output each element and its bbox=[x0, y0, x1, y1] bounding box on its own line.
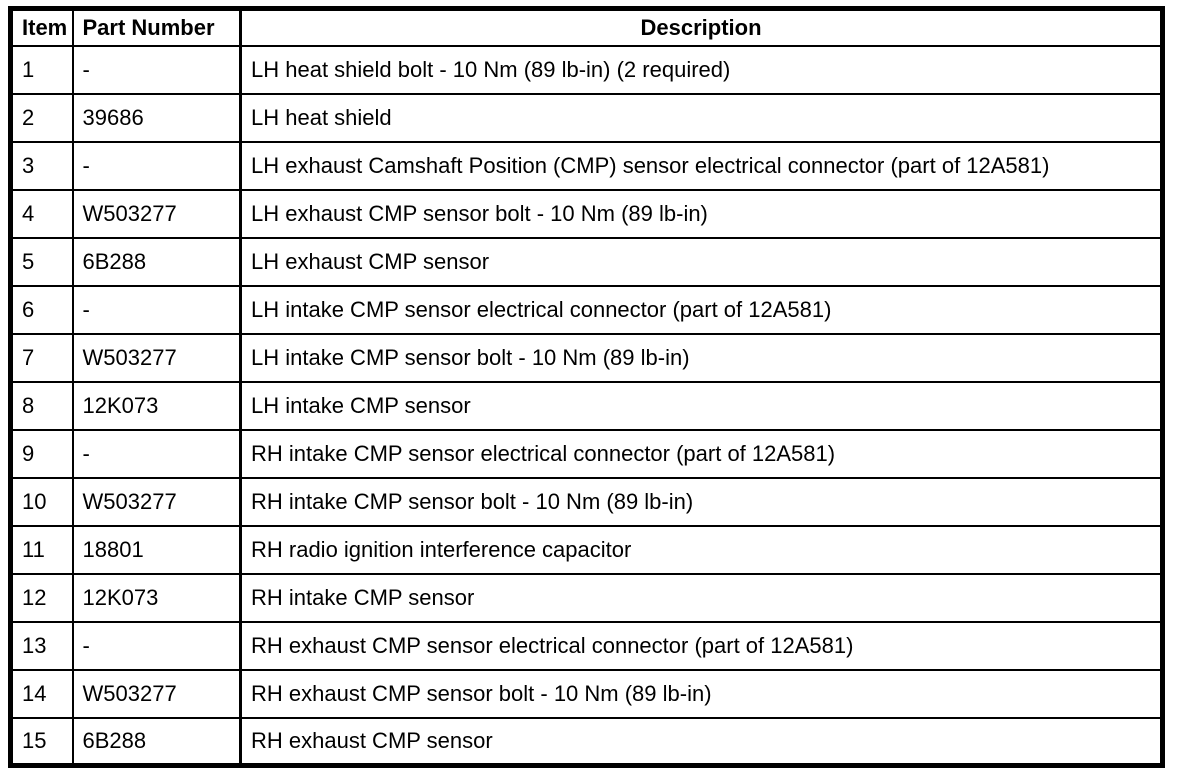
cell-part-number: 18801 bbox=[71, 524, 242, 575]
cell-part-number: - bbox=[71, 284, 242, 335]
cell-part-number: 6B288 bbox=[71, 236, 242, 287]
cell-part-number: 39686 bbox=[71, 92, 242, 143]
cell-item: 10 bbox=[9, 476, 74, 527]
cell-part-number: W503277 bbox=[71, 332, 242, 383]
cell-item: 6 bbox=[9, 284, 74, 335]
cell-part-number: - bbox=[71, 428, 242, 479]
column-header-part-number: Part Number bbox=[71, 7, 242, 47]
parts-table: Item Part Number Description 1-LH heat s… bbox=[8, 6, 1165, 768]
cell-description: RH intake CMP sensor bbox=[239, 572, 1164, 623]
cell-description: RH intake CMP sensor bolt - 10 Nm (89 lb… bbox=[239, 476, 1164, 527]
cell-item: 2 bbox=[9, 92, 74, 143]
cell-item: 11 bbox=[9, 524, 74, 575]
cell-part-number: - bbox=[71, 140, 242, 191]
cell-part-number: W503277 bbox=[71, 476, 242, 527]
table-row: 6-LH intake CMP sensor electrical connec… bbox=[9, 284, 1164, 335]
cell-description: LH heat shield bbox=[239, 92, 1164, 143]
cell-description: LH exhaust Camshaft Position (CMP) senso… bbox=[239, 140, 1164, 191]
table-header: Item Part Number Description bbox=[9, 7, 1164, 47]
cell-part-number: - bbox=[71, 44, 242, 95]
table-row: 9-RH intake CMP sensor electrical connec… bbox=[9, 428, 1164, 479]
cell-description: LH intake CMP sensor electrical connecto… bbox=[239, 284, 1164, 335]
cell-item: 8 bbox=[9, 380, 74, 431]
cell-part-number: 6B288 bbox=[71, 716, 242, 767]
cell-description: LH intake CMP sensor bolt - 10 Nm (89 lb… bbox=[239, 332, 1164, 383]
cell-description: LH exhaust CMP sensor bbox=[239, 236, 1164, 287]
cell-item: 4 bbox=[9, 188, 74, 239]
cell-description: RH radio ignition interference capacitor bbox=[239, 524, 1164, 575]
table-row: 1-LH heat shield bolt - 10 Nm (89 lb-in)… bbox=[9, 44, 1164, 95]
column-header-description: Description bbox=[239, 7, 1164, 47]
table-row: 13-RH exhaust CMP sensor electrical conn… bbox=[9, 620, 1164, 671]
cell-description: LH heat shield bolt - 10 Nm (89 lb-in) (… bbox=[239, 44, 1164, 95]
cell-part-number: W503277 bbox=[71, 668, 242, 719]
cell-item: 15 bbox=[9, 716, 74, 767]
cell-item: 3 bbox=[9, 140, 74, 191]
cell-description: RH exhaust CMP sensor electrical connect… bbox=[239, 620, 1164, 671]
cell-description: RH exhaust CMP sensor bbox=[239, 716, 1164, 767]
cell-item: 13 bbox=[9, 620, 74, 671]
cell-part-number: 12K073 bbox=[71, 380, 242, 431]
cell-item: 7 bbox=[9, 332, 74, 383]
cell-item: 9 bbox=[9, 428, 74, 479]
cell-description: LH intake CMP sensor bbox=[239, 380, 1164, 431]
table-body: 1-LH heat shield bolt - 10 Nm (89 lb-in)… bbox=[9, 44, 1164, 767]
cell-item: 14 bbox=[9, 668, 74, 719]
table-row: 3-LH exhaust Camshaft Position (CMP) sen… bbox=[9, 140, 1164, 191]
cell-part-number: W503277 bbox=[71, 188, 242, 239]
cell-item: 5 bbox=[9, 236, 74, 287]
header-row: Item Part Number Description bbox=[9, 7, 1164, 47]
cell-item: 12 bbox=[9, 572, 74, 623]
cell-part-number: 12K073 bbox=[71, 572, 242, 623]
column-header-item: Item bbox=[9, 7, 74, 47]
cell-description: LH exhaust CMP sensor bolt - 10 Nm (89 l… bbox=[239, 188, 1164, 239]
cell-part-number: - bbox=[71, 620, 242, 671]
cell-description: RH intake CMP sensor electrical connecto… bbox=[239, 428, 1164, 479]
cell-item: 1 bbox=[9, 44, 74, 95]
cell-description: RH exhaust CMP sensor bolt - 10 Nm (89 l… bbox=[239, 668, 1164, 719]
